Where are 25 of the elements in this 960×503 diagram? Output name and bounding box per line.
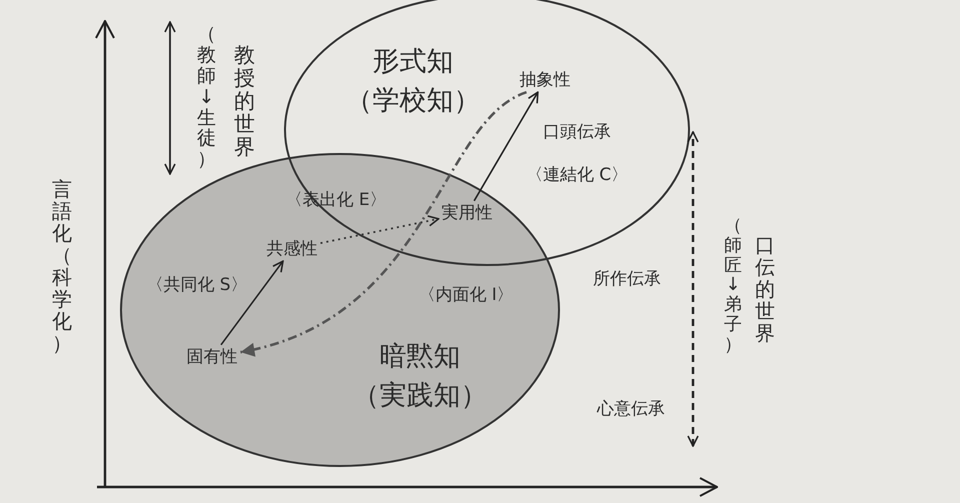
arrow <box>240 91 528 356</box>
text-label: 〈内面化 I〉 <box>418 284 514 306</box>
arrow <box>473 91 539 202</box>
vertical-text-label: （教師↓生徒） <box>197 24 216 170</box>
text-label: 〈共同化 S〉 <box>146 274 248 296</box>
arrow <box>220 260 284 346</box>
region-heading: 暗黙知 <box>380 340 460 374</box>
ellipse-region <box>284 0 690 266</box>
text-label: 所作伝承 <box>593 268 661 290</box>
vertical-text-label: 教授的世界 <box>234 44 255 160</box>
text-label: 〈連結化 C〉 <box>526 164 628 186</box>
arrow <box>687 131 699 447</box>
vertical-text-label: 言語化（科学化） <box>52 178 72 354</box>
region-heading: （学校知） <box>346 84 480 118</box>
arrow <box>320 215 440 244</box>
vertical-text-label: 口伝的世界 <box>755 234 775 344</box>
text-label: 口頭伝承 <box>543 122 611 142</box>
vertical-text-label: （師匠↓弟子） <box>724 216 742 355</box>
region-heading: 形式知 <box>372 46 454 78</box>
region-heading: （実践知） <box>352 380 488 412</box>
concept-label: 実用性 <box>442 202 492 224</box>
concept-label: 共感性 <box>266 238 318 260</box>
concept-label: 固有性 <box>186 346 238 368</box>
text-label: 心意伝承 <box>597 398 665 420</box>
concept-label: 抽象性 <box>520 70 570 90</box>
